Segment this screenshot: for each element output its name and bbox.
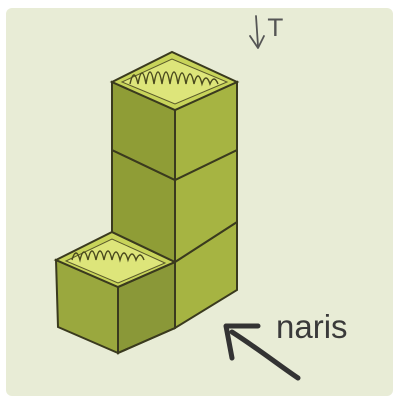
naris-arrow-shaft — [229, 329, 301, 381]
naris-arrow: naris — [223, 308, 348, 381]
lower-left-block — [53, 230, 178, 355]
top-arrow-label: T — [267, 14, 283, 42]
top-arrow-head — [249, 35, 265, 49]
lower-right-left-face — [117, 260, 176, 355]
lower-left-opening-inner — [64, 238, 167, 284]
tower-top-opening-inner — [120, 58, 229, 105]
top-arrow-shaft — [255, 15, 259, 47]
tower-top-turbinal-lines — [129, 71, 219, 87]
naris-arrow-head — [223, 323, 261, 361]
lower-left-turbinal-lines — [71, 250, 145, 263]
top-arrow: T — [249, 14, 283, 49]
tower-top-block — [109, 50, 240, 182]
tower-middle-block — [111, 148, 238, 264]
naris-label: naris — [276, 308, 348, 345]
